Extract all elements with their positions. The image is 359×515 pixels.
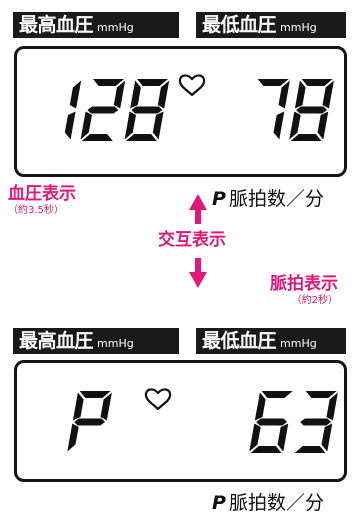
lcd-segment-P (74, 418, 106, 426)
lcd-segment-2 (81, 134, 113, 141)
bp-display-note: 血圧表示 （約3.5秒） (8, 184, 76, 218)
top-lcd-display (14, 46, 347, 177)
lcd-segment-2 (113, 80, 126, 109)
bottom-diastolic-unit: mmHg (280, 337, 317, 350)
lcd-segment-6 (249, 423, 261, 452)
top-diastolic-digits (257, 79, 334, 141)
lcd-segment-8 (157, 80, 170, 109)
heart-icon (178, 74, 206, 97)
lcd-segment-6 (256, 418, 288, 426)
lcd-segment-3 (294, 446, 326, 453)
pulse-display-duration: （約2秒） (291, 295, 338, 306)
lcd-segment-3 (300, 418, 332, 426)
bottom-systolic-unit: mmHg (97, 337, 134, 350)
bottom-systolic-tag: 最高血圧 mmHg (13, 328, 179, 354)
top-diastolic-unit: mmHg (280, 21, 317, 34)
lcd-segment-1 (64, 111, 76, 140)
lcd-segment-8 (131, 106, 163, 114)
top-diastolic-tag: 最低血圧 mmHg (196, 12, 346, 38)
lcd-segment-P (72, 392, 84, 421)
bottom-lcd-readout (67, 388, 338, 453)
lcd-segment-8 (290, 134, 322, 141)
lcd-segment-8 (289, 111, 301, 140)
lcd-segment-3 (321, 423, 333, 452)
pulse-display-label: 脈拍表示 (270, 274, 338, 294)
lcd-segment-2 (87, 106, 119, 114)
top-diastolic-label: 最低血圧 (202, 14, 277, 36)
top-pulse-prefix: P (212, 188, 226, 210)
bp-display-duration: （約3.5秒） (8, 205, 64, 216)
lcd-segment-8 (130, 80, 141, 109)
pulse-display-note: 脈拍表示 （約2秒） (270, 274, 338, 308)
lcd-segment-2 (93, 79, 124, 86)
lcd-segment-8 (322, 80, 334, 109)
lcd-segment-7 (278, 80, 290, 109)
bottom-pulse-indicator (67, 391, 112, 452)
bottom-lcd-display (14, 360, 347, 482)
bottom-pulse-text: 脈拍数／分 (228, 492, 324, 514)
lcd-segment-7 (273, 111, 285, 140)
lcd-segment-6 (261, 391, 293, 398)
bottom-pulse-prefix: P (212, 492, 226, 514)
lcd-segment-3 (305, 391, 337, 398)
top-systolic-tag: 最高血圧 mmHg (13, 12, 179, 38)
lcd-segment-6 (254, 392, 266, 421)
lcd-segment-P (100, 392, 112, 421)
top-lcd-readout (64, 74, 334, 141)
lcd-segment-3 (326, 392, 338, 421)
alternate-display-note: 交互表示 (158, 230, 226, 250)
top-pulse-text: 脈拍数／分 (228, 188, 324, 210)
lcd-segment-8 (125, 134, 157, 141)
lcd-segment-8 (152, 111, 164, 140)
bp-display-label: 血圧表示 (8, 184, 76, 204)
lcd-segment-1 (69, 80, 82, 109)
heart-icon (144, 388, 172, 411)
lcd-segment-8 (317, 111, 329, 140)
lcd-segment-6 (277, 423, 289, 452)
lcd-segment-2 (80, 111, 92, 140)
lcd-segment-P (67, 423, 79, 452)
lcd-segment-P (79, 391, 111, 398)
top-systolic-label: 最高血圧 (19, 14, 94, 36)
bottom-pulse-digits (249, 391, 338, 453)
lcd-segment-7 (257, 79, 289, 86)
arrow-up-shape (189, 194, 207, 224)
lcd-segment-8 (137, 79, 168, 86)
bottom-diastolic-tag: 最低血圧 mmHg (196, 328, 346, 354)
lcd-segment-8 (124, 111, 136, 140)
lcd-segment-8 (294, 80, 306, 109)
alternate-display-label: 交互表示 (158, 230, 226, 250)
lcd-segment-8 (301, 79, 333, 86)
bottom-systolic-label: 最高血圧 (19, 330, 94, 352)
arrow-down-shape (189, 258, 207, 288)
lcd-segment-8 (296, 106, 328, 114)
top-systolic-unit: mmHg (97, 21, 134, 34)
lcd-segment-6 (250, 446, 282, 453)
top-systolic-digits (64, 79, 170, 141)
bottom-diastolic-label: 最低血圧 (202, 330, 277, 352)
